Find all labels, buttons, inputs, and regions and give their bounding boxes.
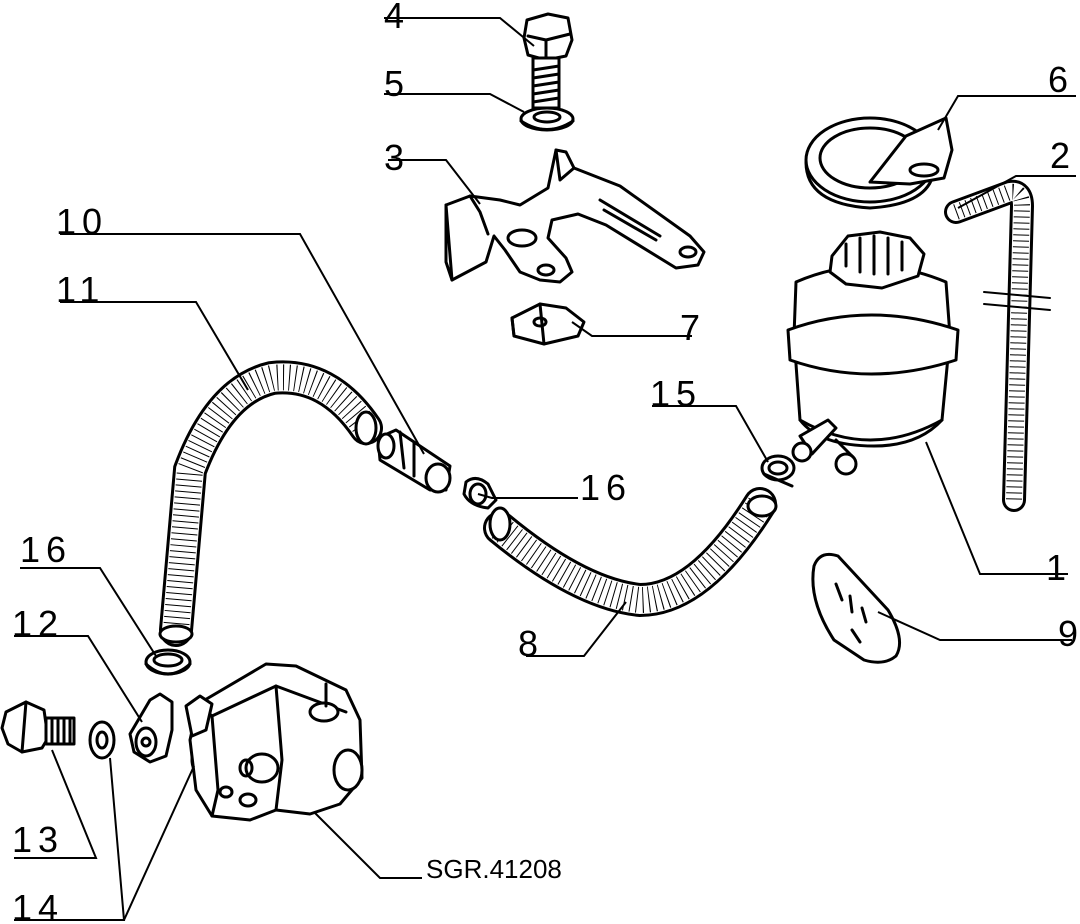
callout-4: 4: [384, 0, 410, 36]
callout-12: 12: [12, 603, 64, 644]
callout-15: 15: [650, 373, 702, 414]
power-steering-pump: [184, 662, 364, 822]
callout-6: 6: [1048, 59, 1074, 100]
part-2-return-pipe: [944, 179, 1051, 512]
part-10-connector-pipe: [376, 428, 452, 494]
part-16-hose-clip-upper: [462, 477, 498, 510]
part-5-washer: [519, 106, 575, 132]
callout-3: 3: [384, 137, 410, 178]
part-12-banjo-fitting: [128, 692, 174, 764]
callout-14: 14: [12, 887, 64, 924]
part-3-bracket: [444, 148, 706, 284]
part-13-banjo-bolt: [0, 700, 76, 754]
callout-2: 2: [1050, 135, 1076, 176]
part-8-pressure-hose: [483, 487, 778, 618]
drawing-reference: SGR.41208: [426, 854, 562, 884]
callout-9: 9: [1058, 613, 1080, 654]
callout-1: 1: [1046, 547, 1072, 588]
part-6-strap-clamp: [804, 116, 954, 210]
part-16-hose-clip-lower: [144, 648, 192, 676]
part-9-rubber-pad: [811, 552, 902, 664]
part-11-suction-hose: [158, 360, 383, 647]
part-4-bolt: [522, 12, 574, 110]
callout-16-upper: 16: [580, 467, 632, 508]
part-15-hose-clip: [760, 454, 796, 488]
callout-7: 7: [680, 307, 706, 348]
callout-5: 5: [384, 63, 410, 104]
callout-8: 8: [518, 623, 544, 664]
part-1-reservoir: [786, 230, 960, 476]
callout-16-lower: 16: [20, 529, 72, 570]
leader-lines: [14, 17, 1076, 921]
callout-13: 13: [12, 819, 64, 860]
callout-labels: 1 2 3 4 5 6 7 8 9 10 11 12 13 14 15 16 1…: [12, 0, 1080, 924]
callout-11: 11: [56, 269, 105, 310]
callout-10: 10: [56, 201, 108, 242]
